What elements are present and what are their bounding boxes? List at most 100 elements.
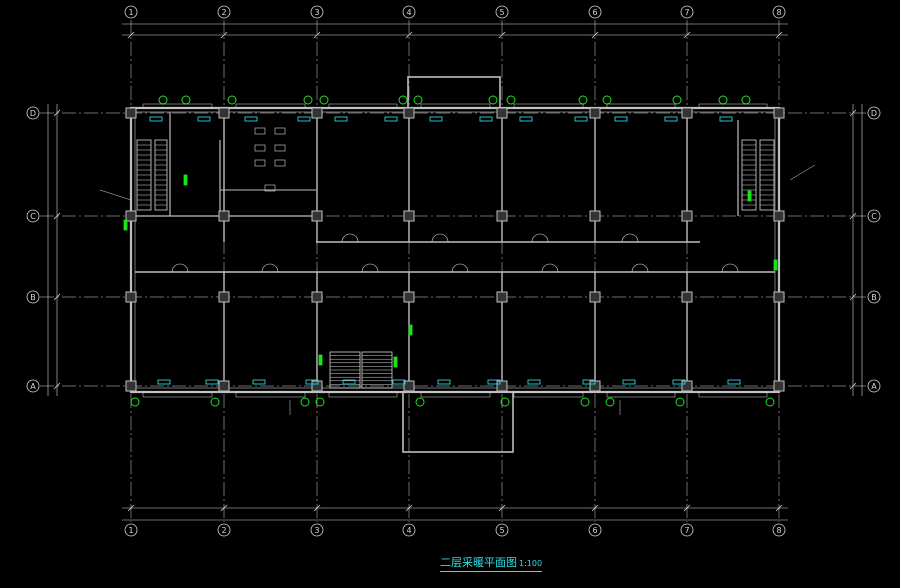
dimension-tick <box>849 109 857 117</box>
radiator <box>622 379 636 385</box>
radiator <box>574 116 588 122</box>
radiator <box>305 379 319 385</box>
structural-column <box>125 210 137 222</box>
door-swing <box>431 233 441 243</box>
window <box>698 391 768 398</box>
axis-label: 2 <box>221 8 226 17</box>
door-swing <box>729 263 739 273</box>
heating-device-symbol <box>506 95 516 105</box>
dimension-tick <box>405 31 413 39</box>
heating-device-symbol <box>741 95 751 105</box>
heating-device-symbol <box>605 397 615 407</box>
axis-label: C <box>871 212 877 221</box>
window <box>328 103 398 109</box>
radiator <box>614 116 628 122</box>
axis-bubble <box>217 523 231 537</box>
heating-device-symbol <box>227 95 237 105</box>
window <box>513 391 584 398</box>
axis-bubble <box>124 523 138 537</box>
window <box>420 391 491 398</box>
axis-bubble <box>588 5 602 19</box>
axis-bubble <box>26 290 40 304</box>
door-swing <box>171 263 181 273</box>
structural-column <box>125 291 137 303</box>
axis-label: B <box>871 293 877 302</box>
heating-device-symbol <box>602 95 612 105</box>
scale-text: 1:100 <box>519 559 543 568</box>
dimension-tick <box>591 504 599 512</box>
door-swing <box>459 263 469 273</box>
structural-column <box>496 107 508 119</box>
window <box>142 103 213 109</box>
radiator <box>392 379 406 385</box>
riser-pipe <box>183 174 188 186</box>
axis-bubble <box>680 5 694 19</box>
exterior-wall <box>129 106 781 394</box>
dimension-tick <box>220 31 228 39</box>
structural-column <box>218 291 230 303</box>
axis-label: 1 <box>128 526 133 535</box>
structural-column <box>125 107 137 119</box>
window <box>328 391 398 398</box>
heating-device-symbol <box>413 95 423 105</box>
exterior-wall-inner <box>134 111 776 389</box>
radiator <box>727 379 741 385</box>
axis-bubble <box>402 523 416 537</box>
heating-device-symbol <box>315 397 325 407</box>
radiator <box>437 379 451 385</box>
axis-label: 6 <box>592 8 597 17</box>
axis-bubble <box>310 5 324 19</box>
axis-bubble <box>680 523 694 537</box>
radiator <box>664 116 678 122</box>
riser-pipe <box>393 356 398 368</box>
axis-label: C <box>30 212 36 221</box>
radiator <box>149 116 163 122</box>
door-swing <box>341 233 351 243</box>
structural-column <box>403 210 415 222</box>
axis-bubble <box>867 379 881 393</box>
structural-column <box>218 210 230 222</box>
heating-device-symbol <box>158 95 168 105</box>
dimension-tick <box>53 109 61 117</box>
title-text: 二层采暖平面图 <box>440 556 517 569</box>
toilet-fixture <box>254 127 266 135</box>
door-swing <box>451 263 461 273</box>
radiator <box>479 116 493 122</box>
structural-column <box>681 380 693 392</box>
structural-column <box>311 380 323 392</box>
structural-column <box>773 291 785 303</box>
structural-column <box>311 291 323 303</box>
axis-label: 5 <box>499 526 504 535</box>
door-swing <box>261 263 271 273</box>
window <box>142 391 213 398</box>
door-swing <box>361 263 371 273</box>
door-swing <box>369 263 379 273</box>
radiator <box>197 116 211 122</box>
dimension-tick <box>53 212 61 220</box>
structural-column <box>125 380 137 392</box>
heating-device-symbol <box>672 95 682 105</box>
window <box>513 103 584 109</box>
structural-column <box>311 210 323 222</box>
radiator <box>384 116 398 122</box>
heating-device-symbol <box>580 397 590 407</box>
radiator <box>244 116 258 122</box>
heating-device-symbol <box>488 95 498 105</box>
radiator <box>487 379 501 385</box>
door-swing <box>439 233 449 243</box>
heating-device-symbol <box>500 397 510 407</box>
axis-label: D <box>30 109 36 118</box>
heating-device-symbol <box>303 95 313 105</box>
axis-label: B <box>30 293 36 302</box>
axis-label: 8 <box>776 526 781 535</box>
radiator <box>205 379 219 385</box>
structural-column <box>589 291 601 303</box>
structural-column <box>681 107 693 119</box>
door-swing <box>549 263 559 273</box>
dimension-tick <box>775 504 783 512</box>
radiator <box>252 379 266 385</box>
dimension-tick <box>53 382 61 390</box>
structural-column <box>403 107 415 119</box>
structural-column <box>403 291 415 303</box>
